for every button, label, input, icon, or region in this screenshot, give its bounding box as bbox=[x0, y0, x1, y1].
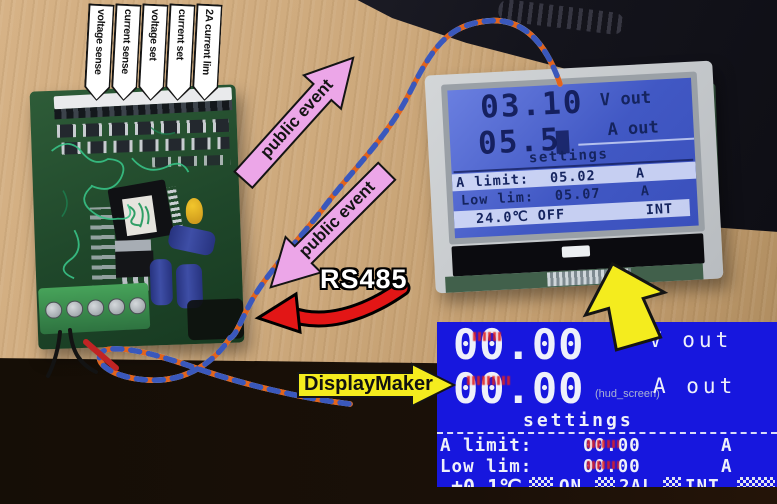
pin-label-current-set: current set bbox=[164, 3, 195, 101]
mock-dither-block bbox=[595, 477, 615, 487]
mock-alimit-label: A limit: bbox=[440, 436, 533, 456]
red-scribble bbox=[467, 376, 511, 385]
displaymaker-arrow: DisplayMaker bbox=[296, 361, 458, 409]
lcd-status-right: INT bbox=[645, 200, 674, 219]
rs485-label: RS485 bbox=[320, 264, 408, 294]
mock-dither-block bbox=[663, 477, 681, 487]
pin-label-2a-current-lim: 2A current lim bbox=[191, 3, 222, 101]
lcd-lowlim-label: Low lim: bbox=[460, 189, 535, 209]
mock-current-readout: 00.00 bbox=[453, 364, 585, 413]
lcd-divider-line bbox=[578, 137, 695, 146]
green-jumper-wires bbox=[51, 126, 190, 280]
pin-label-voltage-set: voltage set bbox=[137, 3, 168, 101]
lcd-lowlim-value: 05.07 bbox=[554, 185, 601, 205]
controller-pcb bbox=[29, 84, 245, 350]
display-module: 03.10 05.5 V out A out settings A limit:… bbox=[424, 60, 724, 294]
lcd-status-left: 24.0℃ OFF bbox=[475, 206, 566, 228]
red-scribble bbox=[473, 332, 503, 341]
lcd-lowlim-unit: A bbox=[640, 183, 651, 200]
lcd-voltage-readout: 03.10 bbox=[479, 84, 585, 126]
lcd-alimit-label: A limit: bbox=[455, 171, 530, 192]
lcd-alimit-value: 05.02 bbox=[549, 167, 597, 187]
mock-lowlim-unit: A bbox=[721, 457, 733, 477]
mock-status-on: ON bbox=[559, 477, 583, 487]
mock-settings-underline bbox=[437, 432, 777, 434]
displaymaker-label: DisplayMaker bbox=[304, 373, 433, 395]
pin-label-voltage-sense: voltage sense bbox=[83, 3, 114, 101]
device-lcd-screen: 03.10 05.5 V out A out settings A limit:… bbox=[447, 77, 699, 239]
red-scribble bbox=[587, 461, 619, 469]
red-scribble bbox=[587, 440, 619, 448]
mock-alimit-unit: A bbox=[721, 436, 733, 456]
mock-hud-note: (hud_screen) bbox=[595, 388, 660, 400]
pin-label-current-sense: current sense bbox=[110, 3, 141, 101]
mock-dither-block bbox=[529, 477, 553, 487]
lcd-alimit-unit: A bbox=[635, 165, 646, 182]
mock-settings-title: settings bbox=[523, 410, 634, 431]
yellow-up-arrow-icon bbox=[582, 261, 669, 352]
mock-aout-label: A out bbox=[653, 374, 737, 398]
lcd-vout-label: V out bbox=[599, 87, 652, 111]
mock-dither-block bbox=[737, 477, 775, 487]
lcd-connector bbox=[561, 245, 591, 258]
mock-status-2al: 2AL bbox=[619, 477, 654, 487]
mock-lowlim-label: Low lim: bbox=[440, 457, 533, 477]
lcd-aout-label: A out bbox=[607, 117, 660, 141]
mock-voltage-readout: 00.00 bbox=[453, 322, 585, 369]
mock-vout-label: V out bbox=[649, 328, 733, 352]
mock-status-int: INT bbox=[685, 477, 720, 487]
mock-status-temp: ±0.1℃ bbox=[451, 475, 522, 487]
